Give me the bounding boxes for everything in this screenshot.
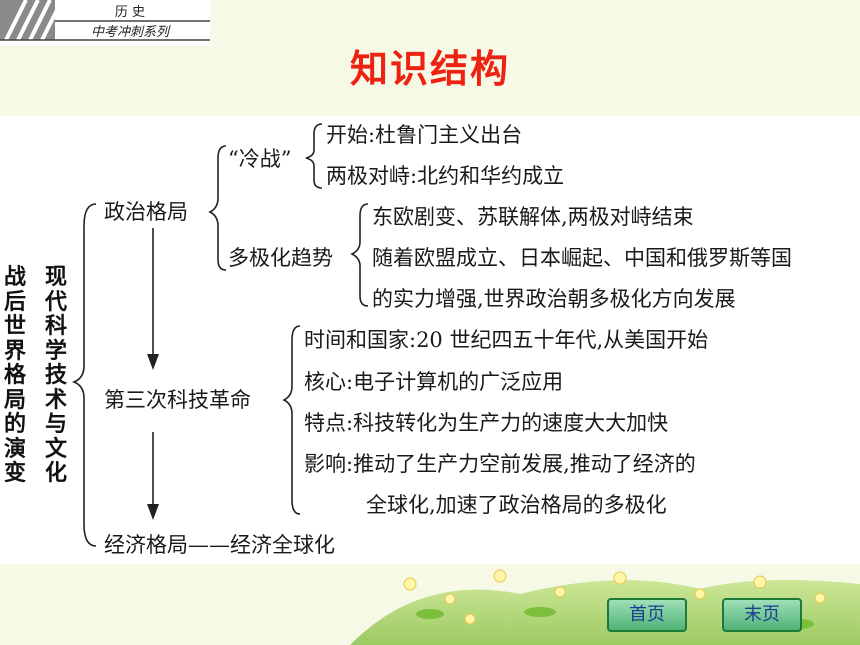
header-series: 中考冲刺系列: [91, 25, 171, 40]
multipolar-line-3: 的实力增强,世界政治朝多极化方向发展: [372, 287, 736, 311]
multipolar-line-1: 东欧剧变、苏联解体,两极对峙结束: [372, 205, 694, 229]
root-label-world-pattern: 战后世界格局的演变: [3, 265, 26, 486]
coldwar-brace: [305, 123, 323, 189]
coldwar-start: 开始:杜鲁门主义出台: [326, 123, 523, 147]
header-bar: 历 史 中考冲刺系列: [0, 0, 210, 46]
multipolar-line-2: 随着欧盟成立、日本崛起、中国和俄罗斯等国: [372, 246, 792, 270]
stripes-decoration: [4, 0, 64, 41]
root-brace: [71, 203, 97, 547]
tech-feature: 特点:科技转化为生产力的速度大大加快: [304, 411, 669, 435]
multipolar-brace: [350, 203, 369, 307]
knowledge-structure-panel: 战后世界格局的演变 现代科学技术与文化 政治格局 第三次科技革命 经济格局——经…: [0, 116, 860, 564]
arrowhead-2: [147, 504, 159, 520]
end-button[interactable]: 末页: [722, 598, 802, 632]
tech-time: 时间和国家:20 世纪四五十年代,从美国开始: [304, 328, 709, 352]
tech-core: 核心:电子计算机的广泛应用: [304, 370, 564, 394]
branch-economy: 经济格局——经济全球化: [104, 533, 335, 557]
page-title: 知识结构: [349, 47, 510, 91]
diagram-connectors: [71, 123, 369, 547]
branch-tech-revolution: 第三次科技革命: [104, 388, 251, 412]
multipolar-label: 多极化趋势: [228, 246, 333, 270]
coldwar-label: “冷战”: [228, 147, 292, 171]
arrowhead-1: [147, 354, 159, 370]
tech-brace: [282, 325, 301, 515]
politics-brace: [208, 145, 227, 271]
tech-impact-2: 全球化,加速了政治格局的多极化: [366, 493, 667, 517]
branch-politics: 政治格局: [104, 200, 188, 224]
coldwar-bipolar: 两极对峙:北约和华约成立: [326, 164, 565, 188]
home-button[interactable]: 首页: [607, 598, 687, 632]
root-label-science-culture: 现代科学技术与文化: [44, 265, 67, 486]
header-subject: 历 史: [115, 5, 145, 20]
tech-impact-1: 影响:推动了生产力空前发展,推动了经济的: [304, 452, 696, 476]
